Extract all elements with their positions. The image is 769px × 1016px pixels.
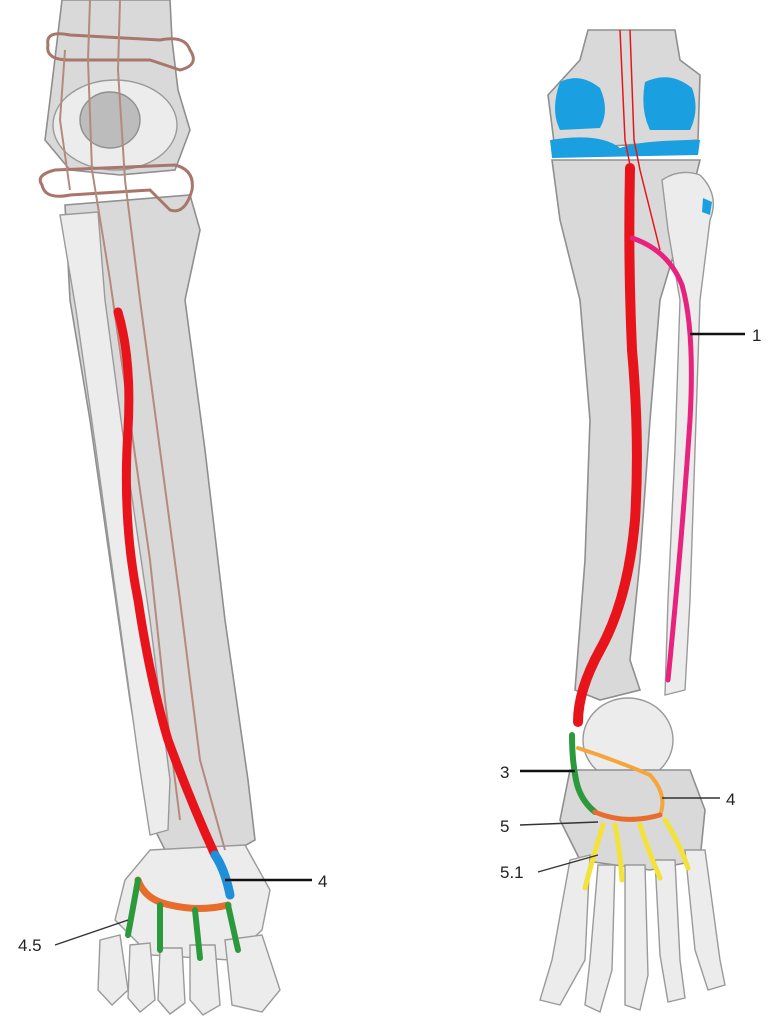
- left-leg-view: [40, 0, 280, 1015]
- label-5: 5: [500, 817, 509, 836]
- label-4-right: 4: [726, 790, 735, 809]
- label-1: 1: [752, 326, 761, 345]
- right-toes: [540, 850, 725, 1012]
- right-leg-view: [540, 30, 725, 1012]
- label-4-left: 4: [318, 872, 327, 891]
- label-3: 3: [500, 763, 509, 782]
- label-4-5: 4.5: [18, 936, 42, 955]
- right-cartilage-right: [643, 77, 695, 130]
- label-5-1: 5.1: [500, 863, 524, 882]
